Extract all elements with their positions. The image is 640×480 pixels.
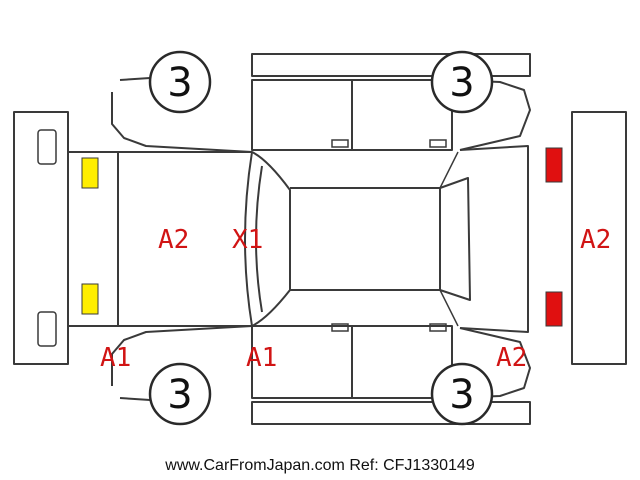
front-light-left [81, 157, 99, 189]
damage-code-rear-bumper: A2 [580, 225, 611, 255]
damage-code-windshield: X1 [232, 225, 263, 255]
rear-bumper [571, 111, 627, 365]
windshield-inner [255, 165, 263, 313]
tire-rear-left-grade: 3 [449, 60, 474, 106]
right-side-panels [111, 323, 531, 425]
damage-code-front-door: A1 [246, 343, 277, 373]
damage-code-front-bumper: A1 [100, 343, 131, 373]
tire-rear-right: 3 [430, 362, 494, 426]
footer-reference: www.CarFromJapan.com Ref: CFJ1330149 [164, 457, 475, 474]
left-side-panels [111, 53, 531, 153]
tire-rear-right-grade: 3 [449, 372, 474, 418]
damage-code-rear-corner: A2 [496, 343, 527, 373]
front-light-right [81, 283, 99, 315]
rear-window [439, 177, 471, 301]
windshield-frame [244, 151, 253, 327]
front-bumper [13, 111, 69, 365]
roof [290, 187, 441, 291]
top-view-body [67, 145, 529, 333]
tailgate [459, 145, 529, 333]
tire-front-right-grade: 3 [167, 372, 192, 418]
tire-front-left-grade: 3 [167, 60, 192, 106]
tire-front-right: 3 [148, 362, 212, 426]
tire-front-left: 3 [148, 50, 212, 114]
damage-code-hood: A2 [158, 225, 189, 255]
rear-light-left [545, 147, 563, 183]
rear-light-right [545, 291, 563, 327]
tire-rear-left: 3 [430, 50, 494, 114]
